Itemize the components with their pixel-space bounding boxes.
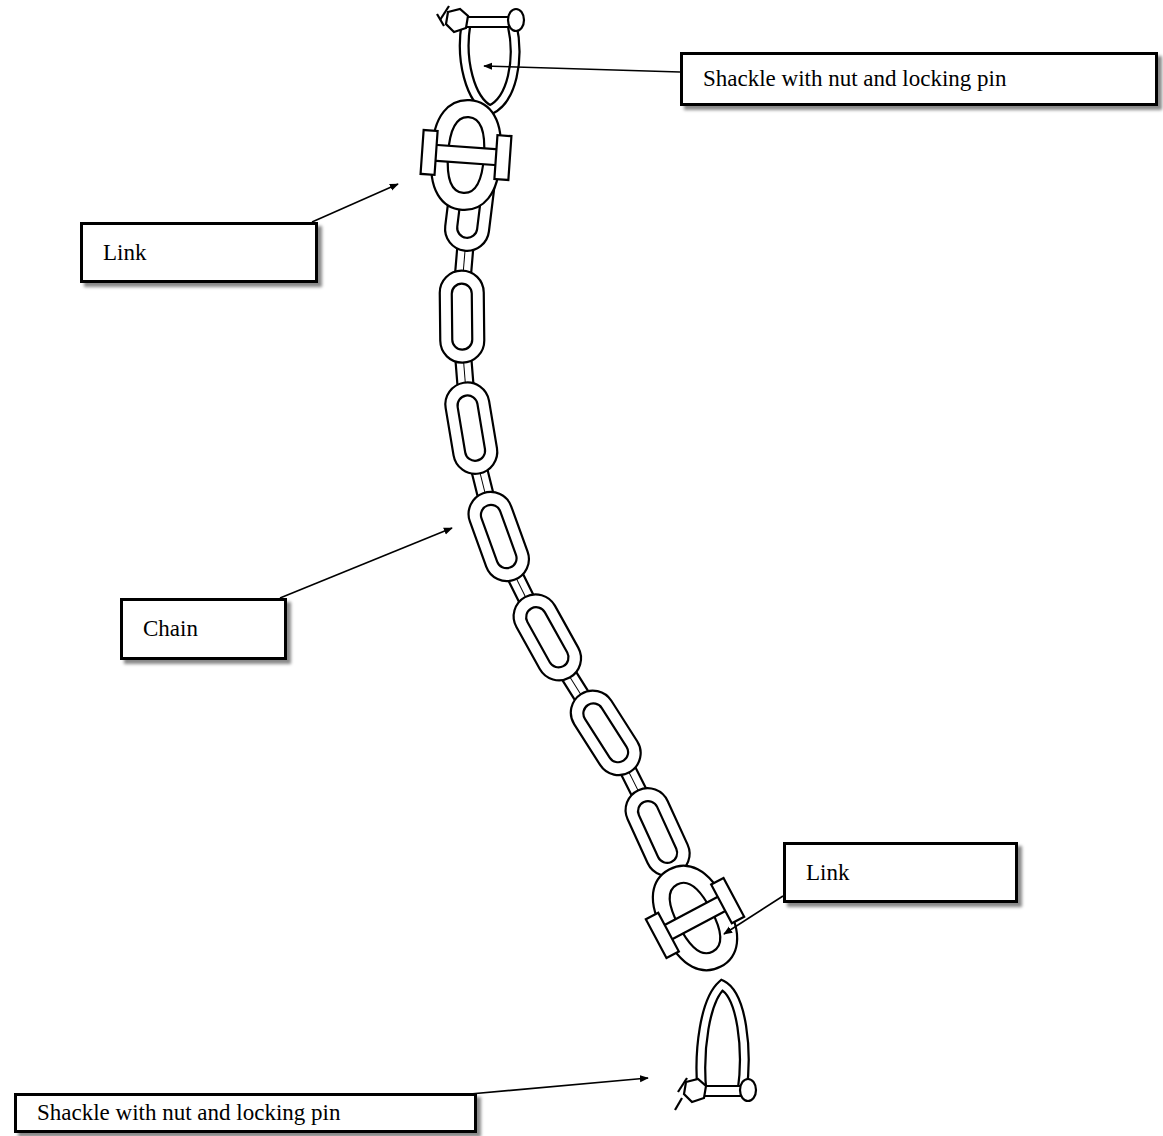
shackle-nut [684,1079,706,1102]
link-hole [580,700,632,766]
shackle [437,6,524,110]
part-label: Shackle with nut and locking pin [37,1100,340,1126]
leader-arrow [470,1078,648,1094]
link-lug [494,135,511,180]
link-body [639,853,751,982]
link-outer [562,682,649,783]
locking-pin [437,14,444,26]
part-label: Link [103,240,146,266]
chain [440,157,697,883]
part-label: Shackle with nut and locking pin [703,66,1006,92]
locking-pin [675,1098,682,1110]
shackle-eye [508,9,524,31]
shackle-bow [701,985,744,1092]
chain-link [462,486,535,587]
chain-link [562,682,649,783]
callout-box: Link [80,222,318,283]
locking-pin [440,6,449,20]
chain-link [506,586,589,688]
link-hole [478,502,519,571]
leader-arrow [280,528,452,598]
connecting-link [418,97,513,213]
link-hole [523,604,573,671]
shackle-nut [446,9,468,32]
callout-box: Chain [120,598,287,660]
link-outer [440,270,485,362]
callout-box: Link [783,842,1018,903]
leader-arrow [484,66,680,72]
leader-lines [280,66,783,1094]
chain-guide [462,205,668,855]
link-hole [456,394,487,462]
chain-link [440,270,485,362]
link-outer [506,586,589,688]
link-lug [421,130,438,175]
link-lug [646,913,679,958]
callout-box: Shackle with nut and locking pin [680,52,1158,106]
shackle [675,985,756,1110]
leader-arrow [312,184,398,222]
link-lug [711,878,744,923]
part-label: Link [806,860,849,886]
locking-pin [678,1078,687,1092]
shackle-eye [740,1079,756,1101]
link-hole [452,284,473,350]
link-outer [462,486,535,587]
shackle-bow [701,985,744,1092]
callout-box: Shackle with nut and locking pin [14,1093,477,1133]
part-label: Chain [143,616,198,642]
connecting-link [630,849,759,987]
chain-link [442,379,501,477]
link-outer [442,379,501,477]
link-hole [635,798,681,866]
leader-arrow [724,896,783,934]
link-pin [426,144,507,166]
